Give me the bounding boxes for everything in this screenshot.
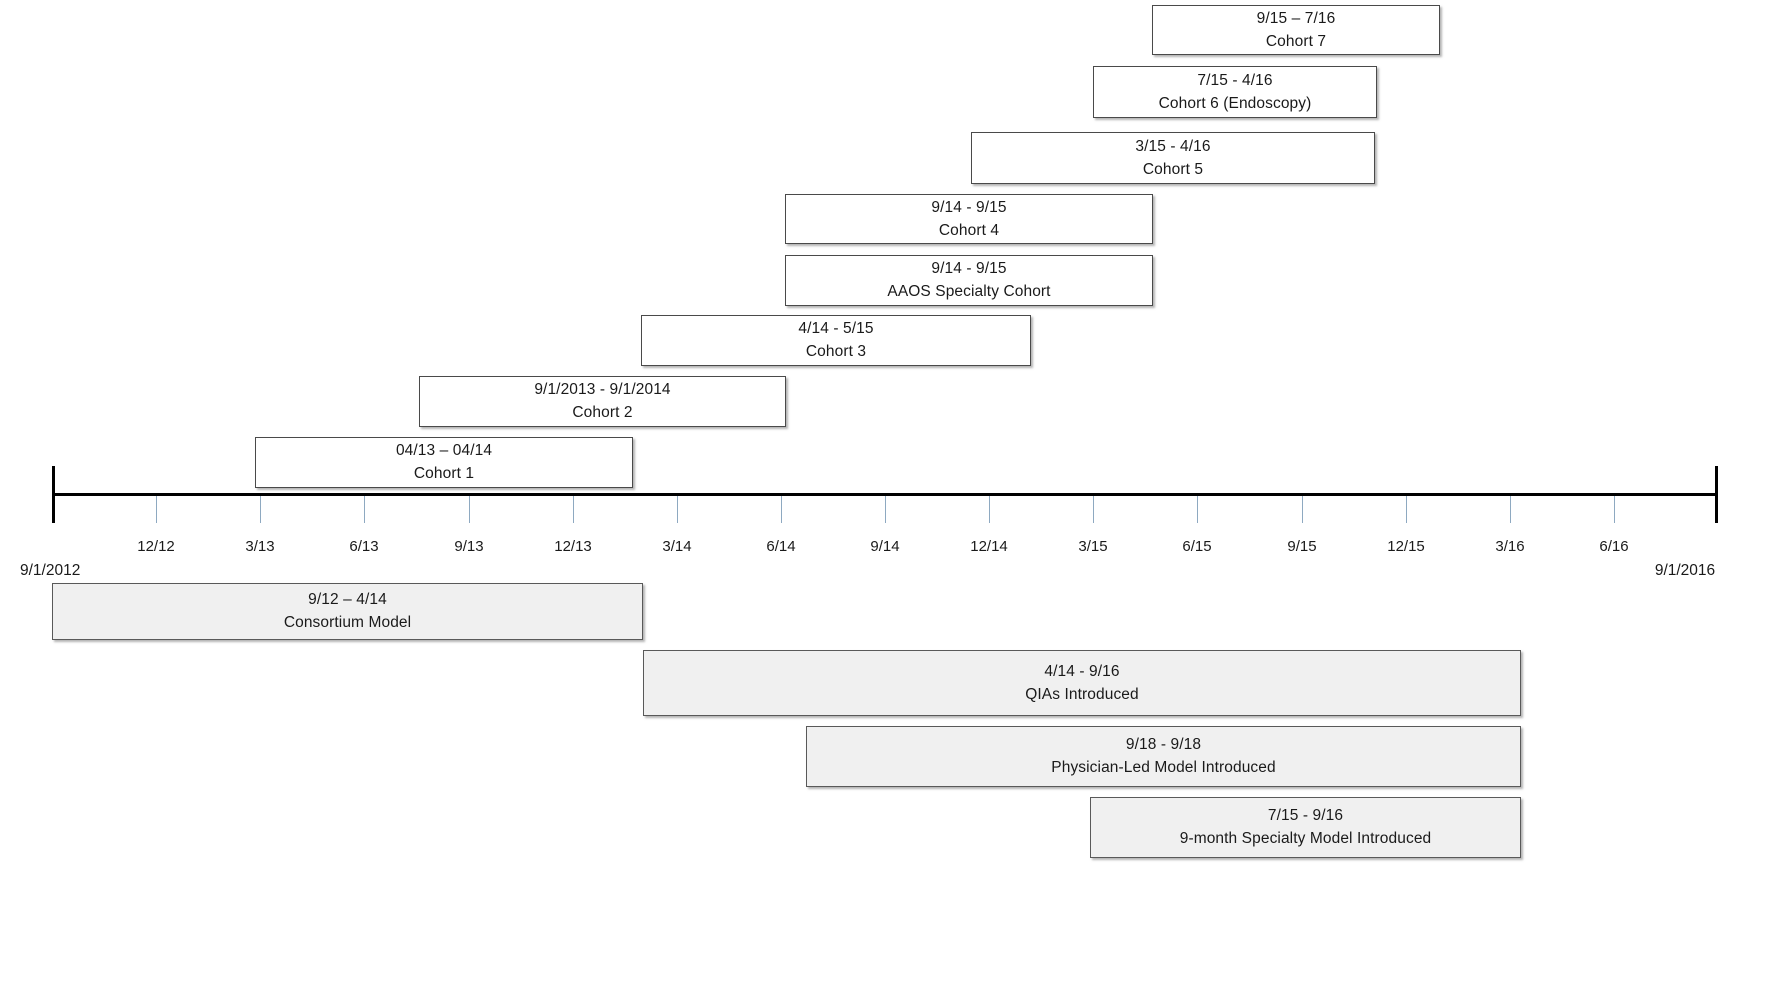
model-bar-label: Physician-Led Model Introduced [1051, 759, 1276, 776]
axis-tick-label-10: 3/15 [1078, 538, 1108, 555]
axis-tick-label-14: 3/16 [1495, 538, 1525, 555]
axis-tick-8 [885, 496, 886, 523]
axis-tick-10 [1093, 496, 1094, 523]
cohort-bar-label: Cohort 6 (Endoscopy) [1158, 94, 1312, 112]
cohort-bar-label: Cohort 4 [938, 221, 1000, 239]
axis-start-label: 9/1/2012 [20, 562, 81, 579]
cohort-bar-label: AAOS Specialty Cohort [887, 283, 1051, 300]
cohort-bar-label: Cohort 7 [1265, 32, 1327, 50]
axis-tick-11 [1197, 496, 1198, 523]
axis-tick-label-11: 6/15 [1182, 538, 1212, 555]
model-bar-range: 9/18 - 9/18 [1125, 736, 1202, 754]
axis-tick-label-5: 12/13 [554, 538, 592, 555]
axis-tick-4 [469, 496, 470, 523]
axis-tick-label-13: 12/15 [1387, 538, 1425, 555]
axis-tick-6 [677, 496, 678, 523]
axis-tick-13 [1406, 496, 1407, 523]
axis-tick-label-6: 3/14 [662, 538, 692, 555]
axis-tick-12 [1302, 496, 1303, 523]
axis-tick-9 [989, 496, 990, 523]
cohort-bar-range: 9/1/2013 - 9/1/2014 [534, 381, 671, 399]
axis-tick-7 [781, 496, 782, 523]
axis-tick-label-8: 9/14 [870, 538, 900, 555]
axis-start-cap [52, 466, 55, 523]
axis-tick-15 [1614, 496, 1615, 523]
model-bar-range: 7/15 - 9/16 [1267, 807, 1344, 825]
axis-tick-label-12: 9/15 [1287, 538, 1317, 555]
cohort-bar-range: 7/15 - 4/16 [1197, 71, 1273, 89]
cohort-bar-range: 9/15 – 7/16 [1256, 9, 1336, 27]
axis-tick-label-15: 6/16 [1599, 538, 1629, 555]
cohort-bar-range: 3/15 - 4/16 [1135, 137, 1211, 155]
cohort-bar-range: 04/13 – 04/14 [395, 442, 493, 460]
axis-tick-label-3: 6/13 [349, 538, 379, 555]
cohort-bar-range: 4/14 - 5/15 [798, 320, 874, 338]
axis-tick-label-1: 12/12 [137, 538, 175, 555]
axis-tick-label-7: 6/14 [766, 538, 796, 555]
axis-tick-5 [573, 496, 574, 523]
axis-tick-label-9: 12/14 [970, 538, 1008, 555]
cohort-bar-range: 9/14 - 9/15 [931, 260, 1007, 278]
cohort-bar-label: Cohort 3 [805, 343, 867, 360]
model-bar-label: Consortium Model [283, 614, 412, 631]
axis-tick-3 [364, 496, 365, 523]
axis-end-label: 9/1/2016 [1654, 562, 1716, 579]
cohort-bar-label: Cohort 2 [572, 404, 633, 421]
cohort-bar-range: 9/14 - 9/15 [931, 198, 1007, 216]
model-bar-4: 7/15 - 9/16 9-month Specialty Model Intro… [1090, 797, 1521, 858]
axis-tick-1 [156, 496, 157, 523]
cohort-bar-label: Cohort 5 [1142, 160, 1204, 178]
model-bar-label: QIAs Introduced [1025, 685, 1139, 703]
axis-tick-label-4: 9/13 [454, 538, 484, 555]
axis-end-cap [1715, 466, 1718, 523]
model-bar-range: 4/14 - 9/16 [1044, 662, 1120, 680]
axis-tick-label-2: 3/13 [245, 538, 275, 555]
axis-tick-14 [1510, 496, 1511, 523]
model-bar-range: 9/12 – 4/14 [308, 591, 387, 609]
cohort-bar-label: Cohort 1 [413, 465, 475, 482]
model-bar-label: 9-month Specialty Model Introduced [1179, 830, 1432, 847]
axis-line [52, 493, 1718, 496]
axis-tick-2 [260, 496, 261, 523]
